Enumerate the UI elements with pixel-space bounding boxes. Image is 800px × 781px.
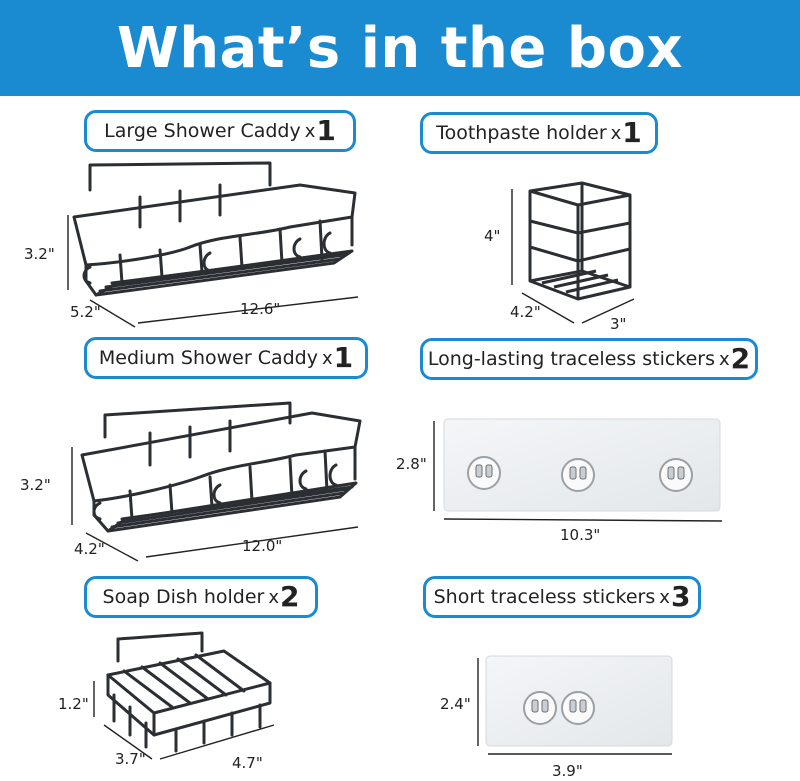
label-toothpaste-holder: Toothpaste holder x 1	[420, 112, 658, 154]
long-sticker-height: 2.8"	[396, 455, 427, 473]
label-medium-shower-caddy: Medium Shower Caddy x 1	[84, 337, 368, 379]
label-long-stickers: Long-lasting traceless stickers x 2	[420, 338, 758, 380]
short-sticker-height: 2.4"	[440, 695, 471, 713]
page-title: What’s in the box	[116, 15, 684, 81]
header-banner: What’s in the box	[0, 0, 800, 96]
short-sticker-width: 3.9"	[552, 762, 583, 780]
soap-dish-depth: 3.7"	[115, 750, 146, 768]
long-sticker-illustration	[433, 418, 723, 522]
label-short-stickers: Short traceless stickers x 3	[423, 576, 701, 618]
long-sticker-width: 10.3"	[560, 526, 601, 544]
large-caddy-width: 12.6"	[240, 300, 281, 318]
label-soap-dish-holder: Soap Dish holder x 2	[84, 576, 318, 618]
soap-dish-width: 4.7"	[232, 754, 263, 772]
label-large-shower-caddy: Large Shower Caddy x 1	[84, 110, 356, 152]
medium-caddy-width: 12.0"	[242, 537, 283, 555]
medium-caddy-depth: 4.2"	[74, 540, 105, 558]
medium-caddy-height: 3.2"	[20, 476, 51, 494]
soap-dish-height: 1.2"	[58, 695, 89, 713]
medium-shower-caddy-illustration	[71, 401, 362, 562]
toothpaste-depth: 4.2"	[510, 303, 541, 321]
large-caddy-height: 3.2"	[24, 245, 55, 263]
large-caddy-depth: 5.2"	[70, 303, 101, 321]
large-shower-caddy-illustration	[67, 161, 359, 328]
toothpaste-width: 3"	[610, 315, 627, 333]
sticker-hook-icon	[467, 456, 501, 490]
toothpaste-holder-illustration	[511, 181, 635, 324]
soap-dish-illustration	[93, 631, 275, 760]
short-sticker-illustration	[477, 655, 673, 755]
toothpaste-height: 4"	[484, 227, 501, 245]
